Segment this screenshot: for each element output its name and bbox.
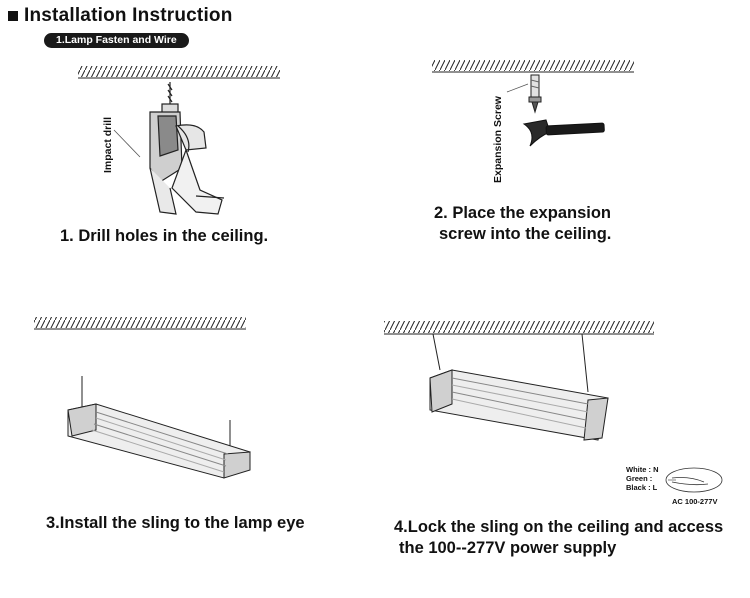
wire-black-label: Black : L xyxy=(626,483,658,492)
title-bullet-icon xyxy=(8,11,18,21)
section-label-badge: 1.Lamp Fasten and Wire xyxy=(44,33,189,48)
step-1-caption: 1. Drill holes in the ceiling. xyxy=(60,227,269,245)
expansion-screw-label: Expansion Screw xyxy=(492,96,504,183)
step-3-caption: 3.Install the sling to the lamp eye xyxy=(46,514,305,532)
wire-green-label: Green : xyxy=(626,474,653,483)
hammer-icon xyxy=(522,119,605,147)
wire-white-label: White : N xyxy=(626,465,659,474)
ceiling-hatch xyxy=(384,321,654,335)
ceiling-hatch xyxy=(78,66,280,79)
step-2-caption-line-1: 2. Place the expansion xyxy=(434,204,611,222)
voltage-rating-label: AC 100-277V xyxy=(672,497,718,506)
lamp-fixture xyxy=(67,376,251,479)
impact-drill-label: Impact drill xyxy=(102,116,114,173)
impact-drill-icon xyxy=(149,82,225,215)
ceiling-hatch xyxy=(432,60,634,73)
screw-pointer-line xyxy=(506,83,529,93)
ceiling-hatch xyxy=(34,317,246,330)
hanging-lamp-fixture xyxy=(429,333,609,441)
step-4-caption-line-2: the 100--277V power supply xyxy=(399,539,617,557)
page-title: Installation Instruction xyxy=(24,5,233,26)
drill-pointer-line xyxy=(113,129,141,158)
wire-connector-icon xyxy=(665,467,723,493)
step-4-caption-line-1: 4.Lock the sling on the ceiling and acce… xyxy=(394,518,724,536)
expansion-screw-icon xyxy=(528,74,542,114)
step-2-caption-line-2: screw into the ceiling. xyxy=(439,225,612,243)
